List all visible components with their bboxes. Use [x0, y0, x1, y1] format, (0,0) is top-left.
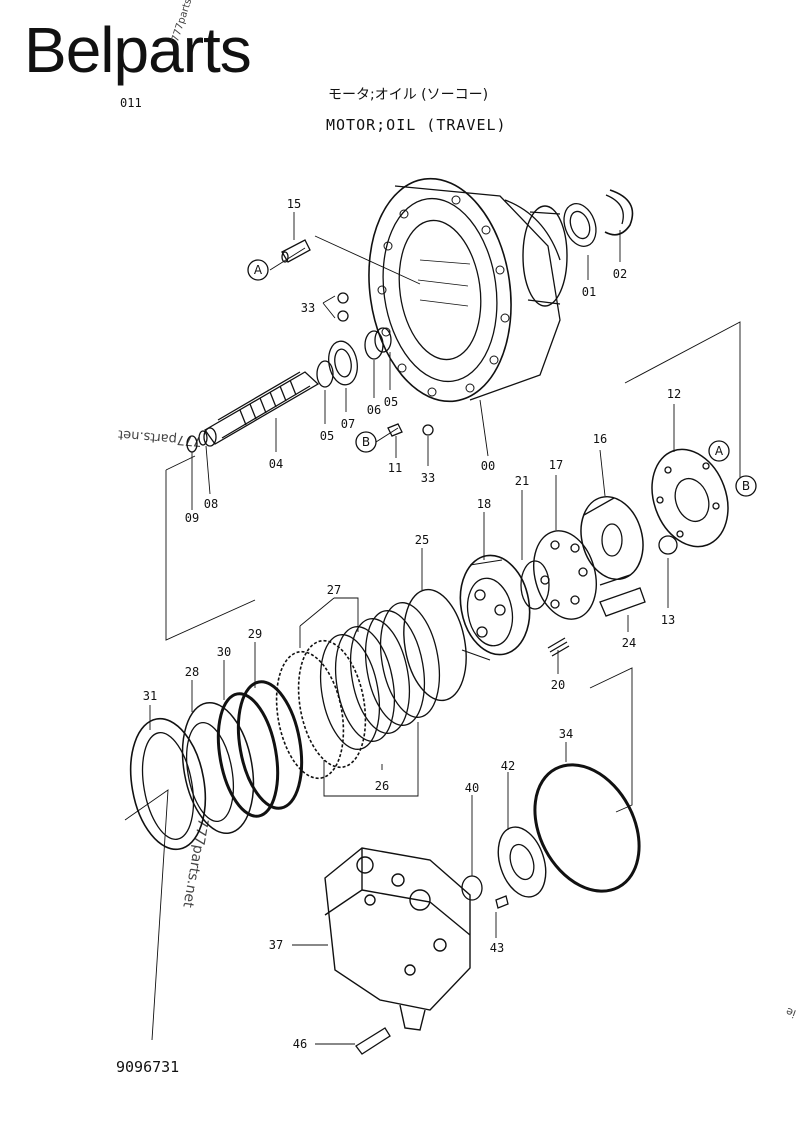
- label-12: 12: [667, 387, 681, 401]
- ring-05-upper: [374, 327, 392, 353]
- ref-circle-b-lower: B: [735, 475, 757, 497]
- label-17: 17: [549, 458, 563, 472]
- label-25: 25: [415, 533, 429, 547]
- label-18: 18: [477, 497, 491, 511]
- cylinder-block-18: [459, 554, 531, 661]
- svg-text:B: B: [742, 479, 750, 493]
- label-33-lower: 33: [421, 471, 435, 485]
- label-01: 01: [582, 285, 596, 299]
- ring-09: [186, 435, 198, 453]
- o-ring-33b: [337, 310, 349, 322]
- label-02: 02: [613, 267, 627, 281]
- label-33-upper: 33: [301, 301, 315, 315]
- snap-ring-02: [604, 189, 634, 236]
- plate-12: [651, 448, 729, 548]
- bearing-40: [461, 875, 483, 901]
- pin-11: [387, 423, 403, 437]
- label-37: 37: [269, 938, 283, 952]
- brand-logo: Belparts: [24, 14, 252, 86]
- ring-05-lower: [316, 360, 334, 388]
- shaft-04: [203, 371, 320, 447]
- label-27: 27: [327, 583, 341, 597]
- document-number: 9096731: [116, 1058, 180, 1076]
- label-24: 24: [622, 636, 636, 650]
- label-09: 09: [185, 511, 199, 525]
- bearing-01: [563, 203, 597, 247]
- valve-plate-42: [497, 826, 547, 898]
- label-07: 07: [341, 417, 355, 431]
- spring-20: [547, 637, 570, 657]
- label-21: 21: [515, 474, 529, 488]
- label-20: 20: [551, 678, 565, 692]
- o-ring-29: [236, 680, 304, 810]
- page-code: 011: [120, 96, 142, 110]
- label-08: 08: [204, 497, 218, 511]
- bolt-46: [355, 1027, 391, 1055]
- leaders-lower: [124, 404, 675, 1045]
- swash-plate-16: [580, 495, 644, 586]
- pin-24: [599, 587, 646, 617]
- title-japanese: モータ;オイル (ソーコー): [328, 87, 489, 103]
- label-11: 11: [388, 461, 402, 475]
- ref-circle-a-upper: A: [247, 259, 269, 281]
- plug-15: [281, 239, 311, 263]
- ring-21: [520, 560, 550, 610]
- label-05-lower: 05: [320, 429, 334, 443]
- friction-plates-27-26: [275, 602, 441, 780]
- ring-06: [364, 330, 384, 360]
- ref-circle-a-lower: A: [708, 440, 730, 462]
- o-ring-34: [533, 763, 641, 893]
- label-16: 16: [593, 432, 607, 446]
- label-00: 00: [481, 459, 495, 473]
- label-31: 31: [143, 689, 157, 703]
- label-43: 43: [490, 941, 504, 955]
- ring-31: [129, 717, 207, 851]
- svg-text:A: A: [715, 444, 724, 458]
- label-05-upper: 05: [384, 395, 398, 409]
- label-04: 04: [269, 457, 283, 471]
- label-42: 42: [501, 759, 515, 773]
- o-ring-30: [216, 692, 280, 818]
- o-ring-33c: [422, 424, 434, 436]
- label-34: 34: [559, 727, 573, 741]
- label-06: 06: [367, 403, 381, 417]
- label-15: 15: [287, 197, 301, 211]
- ball-13: [658, 535, 678, 555]
- bearing-07: [328, 340, 358, 386]
- svg-text:A: A: [254, 263, 263, 277]
- valve-plate-17: [533, 530, 597, 620]
- label-46: 46: [293, 1037, 307, 1051]
- label-29: 29: [248, 627, 262, 641]
- label-30: 30: [217, 645, 231, 659]
- svg-text:B: B: [362, 435, 370, 449]
- motor-housing: [368, 177, 568, 403]
- leaders-upper: [165, 212, 741, 641]
- label-26: 26: [375, 779, 389, 793]
- pin-43: [495, 895, 509, 909]
- label-28: 28: [185, 665, 199, 679]
- label-40: 40: [465, 781, 479, 795]
- title-english: MOTOR;OIL (TRAVEL): [326, 116, 507, 134]
- valve-block-37: [324, 847, 471, 1031]
- o-ring-33a: [337, 292, 349, 304]
- label-13: 13: [661, 613, 675, 627]
- ring-08: [198, 430, 208, 446]
- ring-25: [403, 588, 467, 702]
- ref-circle-b-upper: B: [355, 431, 377, 453]
- piston-28: [181, 701, 255, 835]
